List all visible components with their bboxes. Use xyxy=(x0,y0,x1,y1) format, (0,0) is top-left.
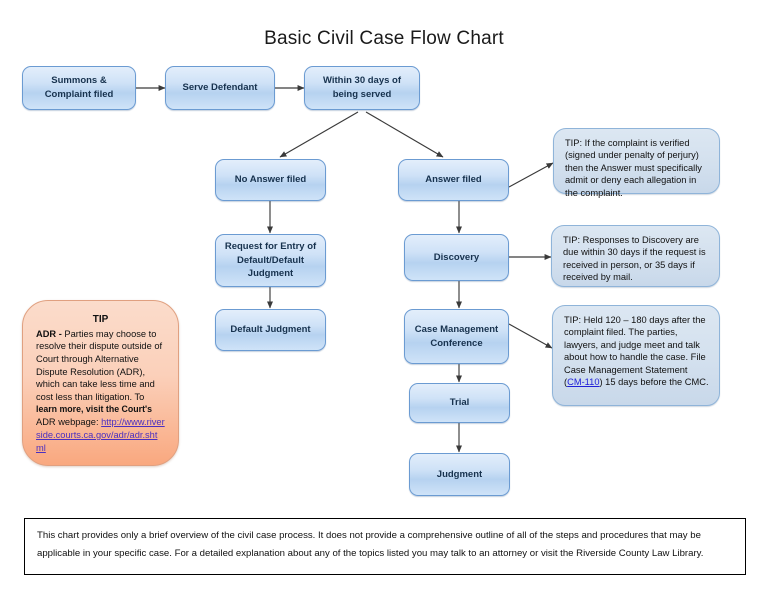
node-case-management-conference[interactable]: Case Management Conference xyxy=(404,309,509,364)
node-label: Trial xyxy=(449,397,470,409)
adr-body-2: which can take less time and cost less t… xyxy=(36,379,155,402)
node-trial[interactable]: Trial xyxy=(409,383,510,423)
node-label: Request for Entry of Default/Default Jud… xyxy=(224,240,317,280)
tip-adr-alternative-dispute-resolution: TIP ADR - Parties may choose to resolve … xyxy=(22,300,179,466)
node-label: Discovery xyxy=(433,251,480,263)
node-label: Serve Defendant xyxy=(182,82,258,94)
node-answer-filed[interactable]: Answer filed xyxy=(398,159,509,201)
tip-text: TIP: If the complaint is verified (signe… xyxy=(565,138,702,198)
node-label: Case Management Conference xyxy=(414,323,499,349)
disclaimer-text: This chart provides only a brief overvie… xyxy=(37,530,704,559)
adr-tip-body: ADR - Parties may choose to resolve thei… xyxy=(36,328,165,455)
tip-text: TIP: Responses to Discovery are due with… xyxy=(563,235,706,283)
adr-body-1: Parties may choose to resolve their disp… xyxy=(36,328,163,377)
tip-text-part-1: TIP: Held 120 – 180 days after the compl… xyxy=(564,315,706,388)
page-title: Basic Civil Case Flow Chart xyxy=(264,28,504,49)
adr-tip-heading: TIP xyxy=(92,314,109,325)
tip-text-part-2: ) 15 days before the CMC. xyxy=(599,377,709,388)
adr-label: ADR - xyxy=(36,328,62,339)
node-label: Summons & Complaint filed xyxy=(44,75,114,100)
tip-discovery-response-deadline: TIP: Responses to Discovery are due with… xyxy=(551,225,720,287)
node-default-judgment[interactable]: Default Judgment xyxy=(215,309,326,351)
adr-webpage-link[interactable]: http://www.riverside.courts.ca.gov/adr/a… xyxy=(36,417,165,453)
node-request-entry-default[interactable]: Request for Entry of Default/Default Jud… xyxy=(215,234,326,287)
node-judgment[interactable]: Judgment xyxy=(409,453,510,496)
adr-body-4: ADR webpage: xyxy=(36,417,99,428)
tip-case-management-conference: TIP: Held 120 – 180 days after the compl… xyxy=(552,305,720,406)
node-serve-defendant[interactable]: Serve Defendant xyxy=(165,66,275,110)
node-no-answer-filed[interactable]: No Answer filed xyxy=(215,159,326,201)
node-label: Default Judgment xyxy=(230,324,311,336)
cm-110-link[interactable]: CM-110 xyxy=(567,377,600,388)
node-label: No Answer filed xyxy=(234,174,307,186)
node-discovery[interactable]: Discovery xyxy=(404,234,509,281)
node-label: Within 30 days of being served xyxy=(322,75,402,100)
adr-body-3: learn more, visit the Court's xyxy=(36,404,152,415)
node-label: Judgment xyxy=(436,468,483,480)
tip-answer-verified-complaint: TIP: If the complaint is verified (signe… xyxy=(553,128,720,198)
node-summons-complaint-filed[interactable]: Summons & Complaint filed xyxy=(22,66,136,110)
node-label: Answer filed xyxy=(425,174,482,186)
node-within-30-days[interactable]: Within 30 days of being served xyxy=(304,66,420,110)
disclaimer-box: This chart provides only a brief overvie… xyxy=(24,518,746,575)
